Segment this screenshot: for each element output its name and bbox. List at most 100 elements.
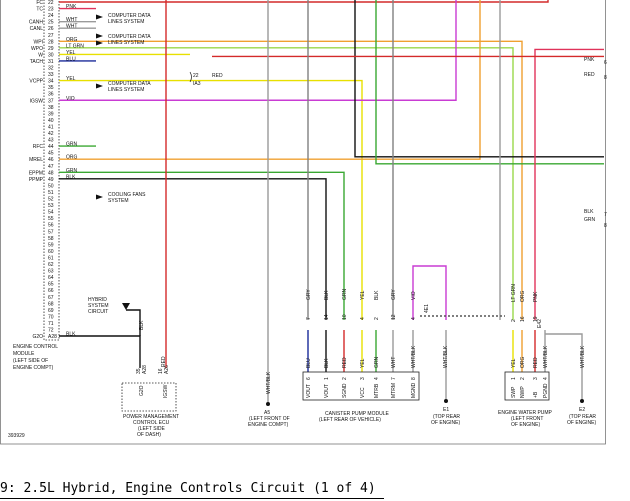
wire-fc-red <box>59 0 549 3</box>
ecm-pin-64: 64 <box>48 275 54 281</box>
ecm-pin-66: 66 <box>48 288 54 294</box>
arrow-computer-data-1 <box>96 14 103 20</box>
ecm-pin-25: 25 <box>48 20 54 26</box>
power-management-ecu: BLK RED 35 A28 16 A26 G2O IGSW POWER MAN… <box>121 320 179 438</box>
ecm-pin-23: 23 <box>48 7 54 13</box>
canister-sig-7: MGND <box>411 382 417 398</box>
canister-top-pin-5: 2 <box>374 317 380 320</box>
ecm-signal-ppmp: PPMP <box>29 177 44 183</box>
diagram-caption: 9: 2.5L Hybrid, Engine Controls Circuit … <box>0 481 376 496</box>
arrow-hybrid-system <box>122 303 130 310</box>
ecm-pin-69: 69 <box>48 308 54 314</box>
ecm-pin-57: 57 <box>48 229 54 235</box>
splice-pin: 22 <box>193 73 199 79</box>
canister-top-color-4: YEL <box>360 290 366 300</box>
edge-pnk: PNK <box>584 57 595 63</box>
ref-computer-data-3b: LINES SYSTEM <box>108 87 144 93</box>
ewp-conn: E42 <box>537 319 543 328</box>
canister-top-pin-3: 10 <box>342 314 348 320</box>
ecm-signal-canh: CANH <box>29 20 44 26</box>
ecm-pin-55: 55 <box>48 216 54 222</box>
a5-loc-2: ENGINE COMPT) <box>248 422 289 428</box>
ecm-pin-61: 61 <box>48 255 54 261</box>
pmc-label-3: (LEFT SIDE <box>138 426 166 432</box>
ecm-pin-35: 35 <box>48 85 54 91</box>
wire-g2o-blk <box>59 335 141 368</box>
canister-sig-2: VOUT <box>324 384 330 398</box>
e2-dot <box>580 399 584 403</box>
wire-label-37: VIO <box>66 96 75 102</box>
e1-loc-1: (TOP REAR <box>433 414 460 420</box>
ecm-pin-27: 27 <box>48 33 54 39</box>
a5-loc-1: (LEFT FRONT OF <box>249 416 290 422</box>
ecm-signal-vcpp: VCPP <box>29 79 43 85</box>
ecm-pin-54: 54 <box>48 210 54 216</box>
pmc-label-4: OF DASH) <box>137 432 161 438</box>
ewp-bot-pin-3: 3 <box>533 377 539 380</box>
canister-bot-pin-3: 2 <box>342 377 348 380</box>
e2-id: E2 <box>579 407 585 413</box>
pmc-body <box>121 382 177 412</box>
ecm-signal-eppm: EPPM <box>29 170 43 176</box>
wire-eppm-grn <box>59 171 345 320</box>
wire-mrel-org <box>59 0 481 160</box>
canister-bot-color-2: BLK <box>324 358 330 368</box>
canister-top-color-2: BLK <box>324 290 330 300</box>
ecm-signal-igsw: IGSW <box>30 98 44 104</box>
pmc-pin-2: A28 <box>142 365 148 374</box>
a5-wire: WHT/BLK <box>266 371 272 394</box>
wire-edge-grn <box>375 0 604 165</box>
canister-bot-pin-6: 7 <box>391 377 397 380</box>
wire-label-25: WHT <box>66 17 77 23</box>
splice-conn: IA3 <box>193 81 201 87</box>
ecm-pin-72: 72 <box>48 328 54 334</box>
wire-label-44: GRN <box>66 142 78 148</box>
wire-label-48: GRN <box>66 168 78 174</box>
ewp-top-pin-3: 19 <box>533 316 539 322</box>
pmc-pin-3: 16 <box>158 368 164 374</box>
ecm-pin-67: 67 <box>48 295 54 301</box>
ecm-pin-50: 50 <box>48 183 54 189</box>
ecm-pin-71: 71 <box>48 321 54 327</box>
ewp-bot-pin-2: 2 <box>520 377 526 380</box>
ecm-pin-36: 36 <box>48 92 54 98</box>
canister-sig-4: VCC <box>360 387 366 398</box>
canister-sig-5: MTRB <box>374 383 380 398</box>
ecm-pin-70: 70 <box>48 314 54 320</box>
ewp-sig-3: +B <box>533 391 539 398</box>
ecm-pin-24: 24 <box>48 13 54 19</box>
ewp-body <box>504 371 550 401</box>
ewp-label-2: (LEFT FRONT <box>511 416 543 422</box>
wire-label-46: ORG <box>66 155 78 161</box>
wire-edge-blk <box>354 0 604 158</box>
wire-e2 <box>545 333 583 399</box>
e1-wire: WHT/BLK <box>443 345 449 368</box>
wire-label-28: ORG <box>66 37 78 43</box>
pmc-wire-red: RED <box>161 356 167 367</box>
wire-label-34: YEL <box>66 76 76 82</box>
ecm-pin-48: 48 <box>48 170 54 176</box>
ref-computer-data-2b: LINES SYSTEM <box>108 40 144 46</box>
pmc-label-2: CONTROL ECU <box>133 420 170 426</box>
splice-wire: RED <box>212 73 223 79</box>
pmc-pin-1: 35 <box>136 368 142 374</box>
wire-label-49: BLK <box>66 174 76 180</box>
ecm-pin-65: 65 <box>48 282 54 288</box>
ecm-signal-fc: FC <box>36 0 43 6</box>
ewp-label-1: ENGINE WATER PUMP <box>498 410 553 416</box>
wire-label-31: BLU <box>66 56 76 62</box>
canister-bot-pin-5: 4 <box>374 377 380 380</box>
ecm-pin-59: 59 <box>48 242 54 248</box>
edge-blk-pin: 7 <box>604 212 607 218</box>
ecm-label-1: ENGINE CONTROL <box>13 344 58 350</box>
ewp-top-color-1: LT GRN <box>511 284 517 302</box>
ref-hybrid-a: HYBRID <box>88 297 107 303</box>
ecm-pin-34: 34 <box>48 79 54 85</box>
pmc-sig-1: G2O <box>139 385 145 396</box>
arrow-cooling-fans <box>96 194 103 200</box>
ecm-label-3: (LEFT SIDE OF <box>13 358 48 364</box>
ecm-pin-38: 38 <box>48 105 54 111</box>
ecm-pin-30: 30 <box>48 52 54 58</box>
ecm-signal-tc: TC <box>36 7 43 13</box>
